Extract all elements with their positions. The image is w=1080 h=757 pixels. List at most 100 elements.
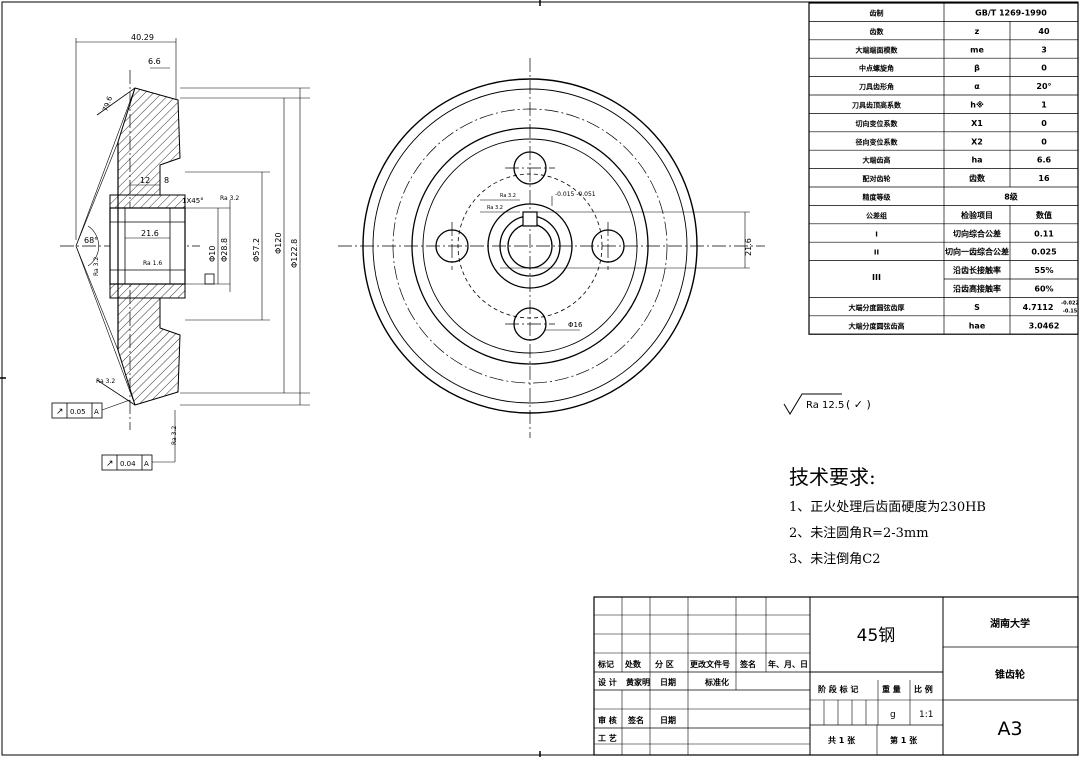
- param-name: 齿制: [870, 9, 884, 18]
- dim-phi122-8: Φ122.8: [290, 239, 299, 268]
- param-name: 径向变位系数: [856, 137, 899, 146]
- tech-item-2: 2、未注圆角R=2-3mm: [789, 526, 929, 541]
- svg-text:重 量: 重 量: [882, 684, 901, 694]
- param-symbol: ha: [971, 156, 982, 165]
- param-name: 大端端面模数: [856, 45, 899, 54]
- param-symbol: hae: [969, 321, 986, 330]
- svg-text:第 1 张: 第 1 张: [890, 735, 918, 745]
- ra-callout-2: Ra 1.6: [143, 260, 162, 267]
- feature-control-frame-1: ↗ 0.05 A: [51, 399, 131, 419]
- svg-text:日期: 日期: [660, 677, 676, 687]
- ra-callout-4: Ra 3.2: [96, 378, 115, 385]
- general-roughness: Ra 12.5 ( ✓ ): [783, 393, 871, 415]
- svg-text:↗: ↗: [56, 407, 64, 417]
- feature-control-frame-2: ↗ 0.04 A: [101, 410, 176, 471]
- keyway: [522, 211, 538, 227]
- tol-upper: -0.022: [1061, 300, 1079, 306]
- param-name: 大端分度圆弦齿高: [849, 321, 905, 330]
- tolerance-group-3: III: [872, 273, 881, 282]
- svg-text:A: A: [94, 408, 99, 416]
- svg-text:比 例: 比 例: [914, 684, 933, 694]
- svg-text:0.05: 0.05: [70, 408, 86, 416]
- svg-text:签名: 签名: [739, 659, 756, 669]
- param-value: 3.0462: [1029, 321, 1060, 330]
- param-value: 0.11: [1034, 229, 1054, 238]
- lightening-holes: [435, 151, 625, 341]
- param-symbol: 检验项目: [961, 210, 993, 220]
- dim-keyway: 21.6: [744, 238, 753, 256]
- tech-title: 技术要求:: [789, 465, 876, 489]
- param-name: 配对齿轮: [863, 174, 891, 183]
- param-name: 刀具齿顶高系数: [852, 101, 902, 110]
- part-name: 锥齿轮: [995, 668, 1025, 681]
- param-symbol: 切向一齿综合公差: [945, 247, 1009, 257]
- svg-text:更改文件号: 更改文件号: [690, 659, 730, 669]
- svg-text:签名: 签名: [627, 715, 644, 725]
- svg-text:日期: 日期: [660, 715, 676, 725]
- section-view: 40.29 6.6 12 8 21.6 68° 1X45° 79.6 Φ10 Φ…: [51, 33, 310, 471]
- param-value: 16: [1038, 174, 1050, 183]
- dim-21-6: 21.6: [141, 229, 159, 238]
- dim-keyway-tol: -0.015 -0.051: [555, 191, 596, 198]
- dim-8: 8: [164, 176, 169, 185]
- param-name: 大端齿高: [863, 156, 891, 165]
- param-name: II: [874, 249, 879, 257]
- front-view: 21.6 -0.015 -0.051 Ra 3.2 Ra 3.2 Φ16: [338, 58, 765, 438]
- svg-text:共 1 张: 共 1 张: [828, 735, 856, 745]
- param-symbol: β: [974, 64, 980, 73]
- svg-text:0.04: 0.04: [120, 460, 136, 468]
- svg-text:↗: ↗: [106, 459, 114, 469]
- param-value: 0.025: [1031, 248, 1057, 257]
- tech-item-3: 3、未注倒角C2: [789, 552, 881, 567]
- svg-text:Ra 12.5: Ra 12.5: [806, 400, 844, 411]
- param-value: 60%: [1034, 285, 1053, 294]
- param-symbol: 齿数: [969, 173, 986, 183]
- param-value: 6.6: [1037, 156, 1052, 165]
- param-name: 中点螺旋角: [859, 64, 894, 73]
- ra-callout-3: Ra 3.2: [93, 257, 100, 276]
- svg-text:标准化: 标准化: [704, 677, 729, 687]
- svg-text:处数: 处数: [624, 659, 642, 669]
- svg-text:工 艺: 工 艺: [598, 733, 617, 743]
- svg-text:g: g: [890, 710, 896, 720]
- svg-text:分 区: 分 区: [655, 659, 674, 669]
- dim-phi10: Φ10: [208, 246, 217, 262]
- param-value: 0: [1041, 119, 1047, 128]
- param-name: 公差组: [866, 211, 887, 220]
- param-symbol: 沿齿长接触率: [953, 265, 1001, 275]
- svg-text:( ✓ ): ( ✓ ): [846, 398, 871, 411]
- param-value: 数值: [1036, 210, 1052, 220]
- datum-a-box: [204, 273, 215, 285]
- param-symbol: h※: [970, 100, 984, 110]
- param-value: 4.7112: [1023, 303, 1054, 312]
- ra-keyway-1: Ra 3.2: [500, 193, 516, 199]
- param-symbol: X1: [971, 119, 983, 128]
- material: 45钢: [857, 626, 896, 646]
- param-value: 1: [1041, 101, 1047, 110]
- param-value: 40: [1038, 27, 1050, 36]
- param-symbol: S: [974, 303, 980, 312]
- tech-item-1: 1、正火处理后齿面硬度为230HB: [789, 499, 986, 515]
- designer-name: 黄家明: [626, 677, 650, 687]
- param-symbol: X2: [971, 137, 983, 146]
- tol-lower: -0.15: [1063, 308, 1078, 314]
- dim-angle: 68°: [84, 236, 98, 245]
- svg-text:设 计: 设 计: [598, 677, 617, 687]
- svg-text:阶 段 标 记: 阶 段 标 记: [818, 684, 858, 694]
- ra-callout-5: Ra 3.2: [171, 426, 178, 445]
- dim-hole: Φ16: [568, 321, 583, 329]
- school-name: 湖南大学: [990, 617, 1030, 630]
- param-value: 8级: [1004, 192, 1019, 202]
- ra-keyway-2: Ra 3.2: [487, 205, 503, 211]
- param-value: 3: [1041, 45, 1047, 54]
- ra-callout-1: Ra 3.2: [220, 195, 239, 202]
- param-name: 刀具齿形角: [859, 82, 894, 91]
- dim-6-6: 6.6: [148, 57, 161, 66]
- param-value: 0: [1041, 137, 1047, 146]
- param-name: 切向变位系数: [856, 119, 899, 128]
- param-value: 20°: [1036, 82, 1051, 91]
- dim-40-29: 40.29: [131, 33, 154, 42]
- param-name: 齿数: [870, 27, 885, 36]
- param-name: 大端分度圆弦齿厚: [849, 303, 905, 312]
